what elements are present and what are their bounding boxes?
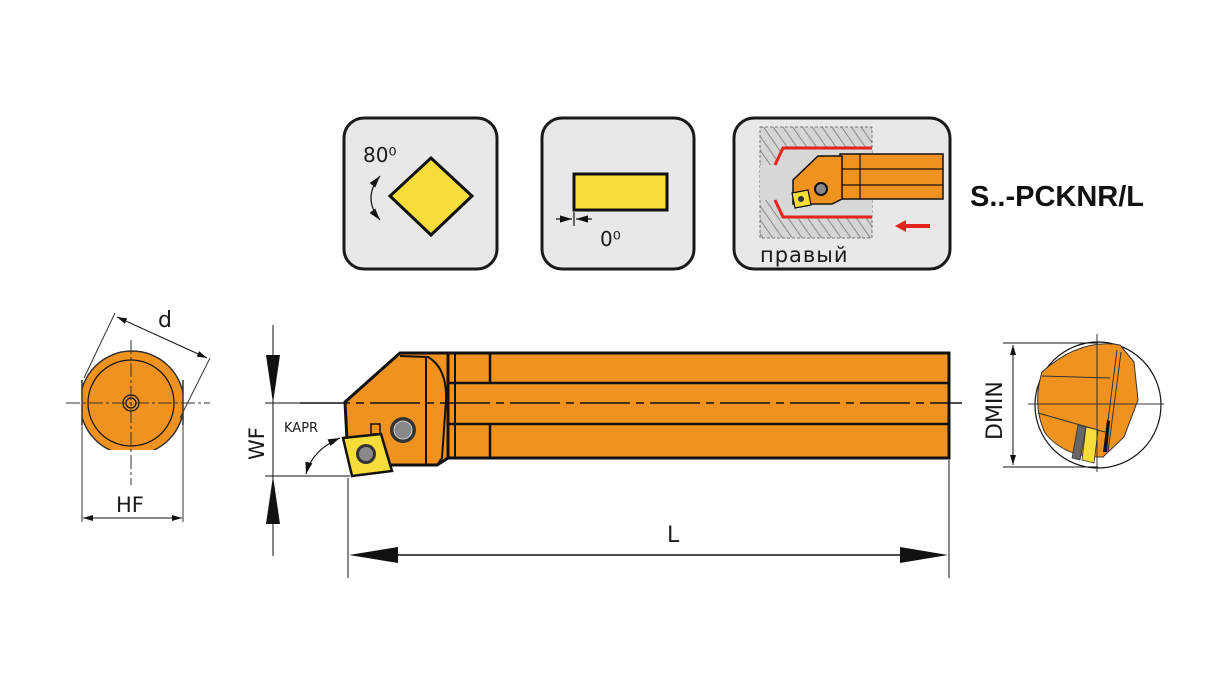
boring-bar-side-view <box>300 351 962 478</box>
clearance-angle-label: 0⁰ <box>600 227 621 251</box>
insert-shape-icon-panel: 80⁰ <box>342 116 499 271</box>
kapr-label: KAPR <box>284 421 318 436</box>
diameter-label: d <box>158 308 172 333</box>
wf-label: WF <box>245 427 269 460</box>
insert-angle-label: 80⁰ <box>363 143 396 167</box>
l-dimension: L <box>347 460 950 578</box>
length-label: L <box>667 523 680 548</box>
rhombic-insert-icon <box>387 155 475 238</box>
angle-arc-icon <box>369 175 381 221</box>
product-title: S..-PCKNR/L <box>970 181 1144 213</box>
clearance-angle-icon-panel: 0⁰ <box>540 116 696 271</box>
end-view-left: d HF <box>66 308 211 522</box>
hand-label: правый <box>760 243 849 267</box>
wf-dimension: WF KAPR <box>245 325 350 556</box>
hf-label: HF <box>116 493 144 517</box>
insert-profile-icon <box>572 172 669 212</box>
feed-direction-arrow-icon <box>895 220 930 232</box>
end-view-right: DMIN <box>983 334 1164 472</box>
hand-icon-panel: правый <box>732 116 952 271</box>
dmin-label: DMIN <box>983 381 1008 440</box>
boring-bar-mini-icon <box>791 153 944 209</box>
